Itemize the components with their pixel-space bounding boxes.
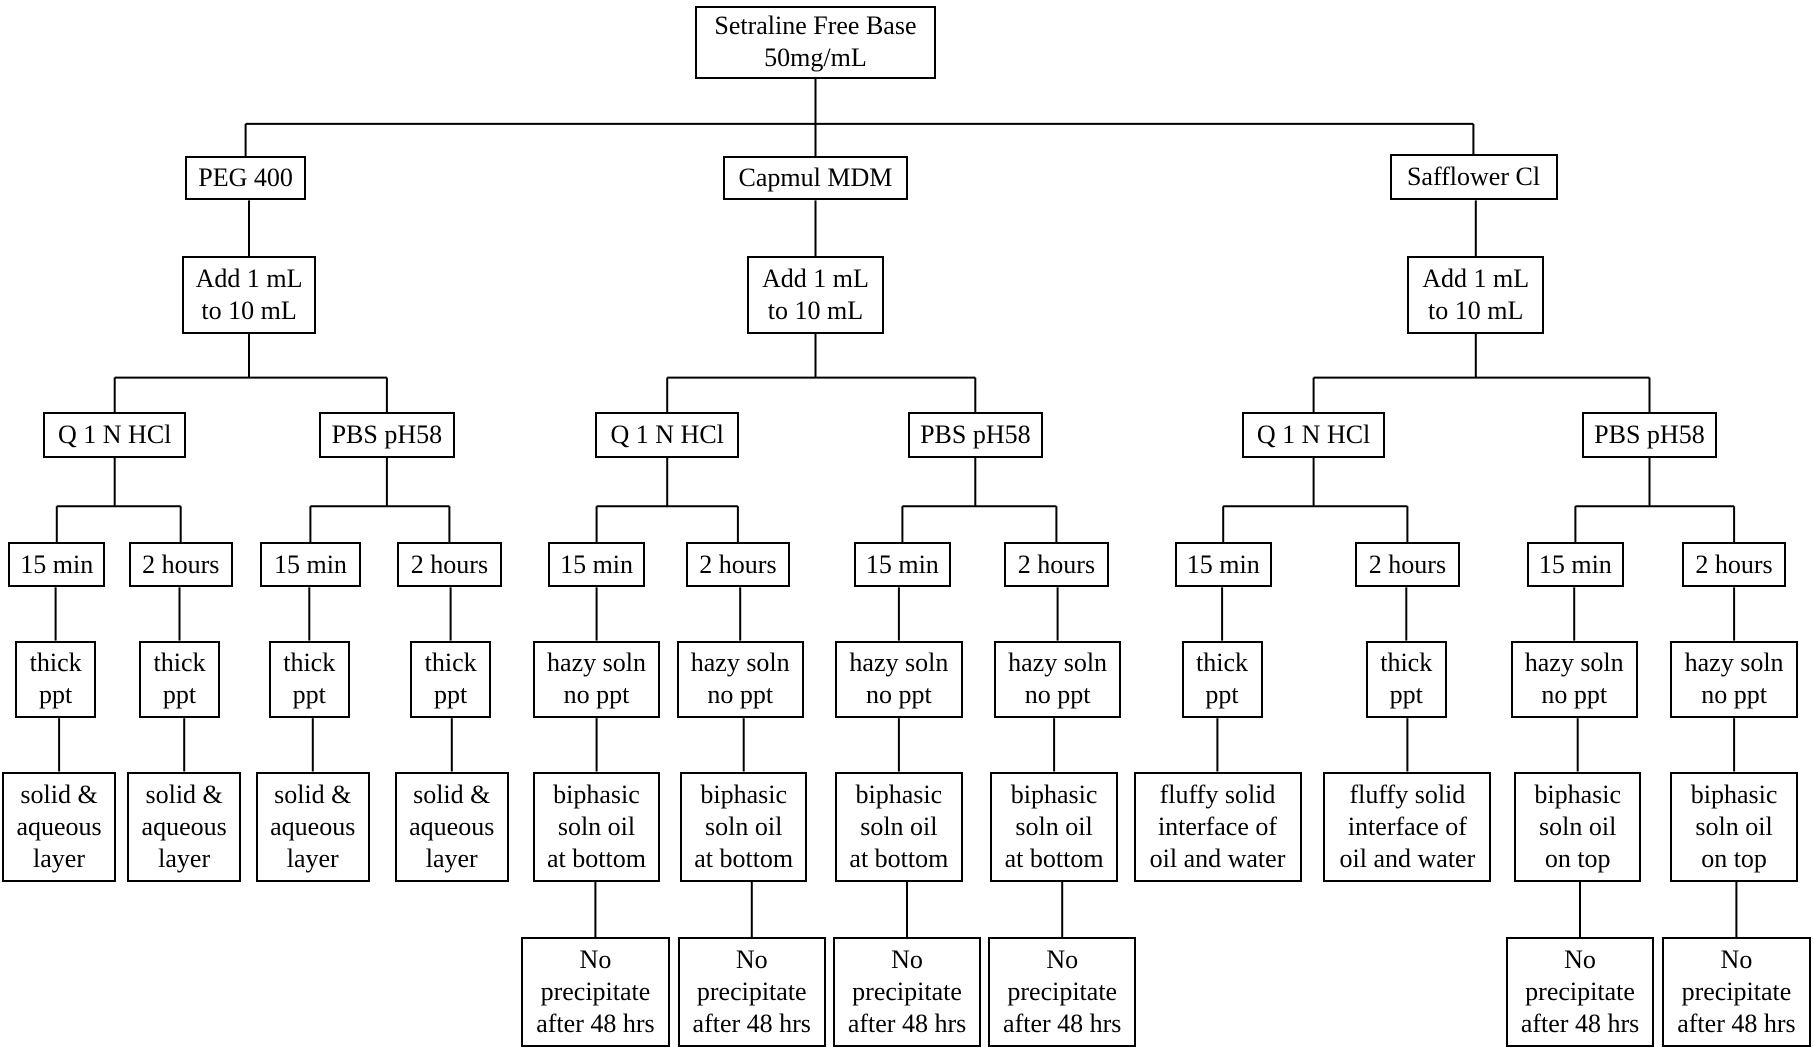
final-node: No precipitate after 48 hrs (1506, 937, 1654, 1047)
time-node: 2 hours (1004, 542, 1108, 587)
time-node: 15 min (548, 542, 645, 587)
final-node: No precipitate after 48 hrs (521, 937, 669, 1047)
result-node: biphasic soln oil at bottom (680, 772, 807, 882)
final-node: No precipitate after 48 hrs (1662, 937, 1810, 1047)
observation-node: hazy soln no ppt (1511, 641, 1638, 719)
result-node: biphasic soln oil at bottom (990, 772, 1117, 882)
result-node: fluffy solid interface of oil and water (1134, 772, 1302, 882)
medium-node: Q 1 N HCl (43, 412, 187, 457)
observation-node: hazy soln no ppt (677, 641, 804, 719)
observation-node: thick ppt (139, 641, 220, 719)
result-node: biphasic soln oil on top (1670, 772, 1797, 882)
medium-node: PBS pH58 (1582, 412, 1718, 457)
result-node: solid & aqueous layer (127, 772, 241, 882)
time-node: 15 min (1527, 542, 1624, 587)
final-node: No precipitate after 48 hrs (833, 937, 981, 1047)
add-step-node: Add 1 mL to 10 mL (182, 256, 316, 334)
result-node: biphasic soln oil at bottom (835, 772, 962, 882)
add-step-node: Add 1 mL to 10 mL (1407, 256, 1544, 334)
final-node: No precipitate after 48 hrs (678, 937, 826, 1047)
add-step-node: Add 1 mL to 10 mL (747, 256, 884, 334)
observation-node: hazy soln no ppt (533, 641, 660, 719)
medium-node: Q 1 N HCl (595, 412, 739, 457)
observation-node: thick ppt (269, 641, 350, 719)
time-node: 2 hours (1355, 542, 1459, 587)
result-node: solid & aqueous layer (395, 772, 509, 882)
result-node: solid & aqueous layer (2, 772, 116, 882)
solvent-node: PEG 400 (185, 156, 307, 200)
time-node: 15 min (1175, 542, 1272, 587)
solvent-node: Capmul MDM (723, 156, 908, 200)
result-node: solid & aqueous layer (256, 772, 370, 882)
observation-node: hazy soln no ppt (835, 641, 962, 719)
solvent-node: Safflower Cl (1390, 154, 1558, 200)
observation-node: hazy soln no ppt (994, 641, 1121, 719)
observation-node: thick ppt (15, 641, 96, 719)
root-node: Setraline Free Base 50mg/mL (695, 6, 936, 79)
medium-node: Q 1 N HCl (1242, 412, 1386, 457)
time-node: 15 min (260, 542, 362, 587)
time-node: 15 min (8, 542, 105, 587)
result-node: biphasic soln oil on top (1514, 772, 1641, 882)
result-node: fluffy solid interface of oil and water (1323, 772, 1491, 882)
observation-node: thick ppt (1182, 641, 1263, 719)
result-node: biphasic soln oil at bottom (533, 772, 660, 882)
time-node: 2 hours (129, 542, 233, 587)
medium-node: PBS pH58 (908, 412, 1044, 457)
medium-node: PBS pH58 (319, 412, 455, 457)
time-node: 2 hours (1682, 542, 1786, 587)
observation-node: thick ppt (410, 641, 491, 719)
observation-node: thick ppt (1366, 641, 1447, 719)
observation-node: hazy soln no ppt (1670, 641, 1797, 719)
time-node: 2 hours (397, 542, 501, 587)
final-node: No precipitate after 48 hrs (988, 937, 1136, 1047)
time-node: 15 min (854, 542, 951, 587)
time-node: 2 hours (686, 542, 790, 587)
